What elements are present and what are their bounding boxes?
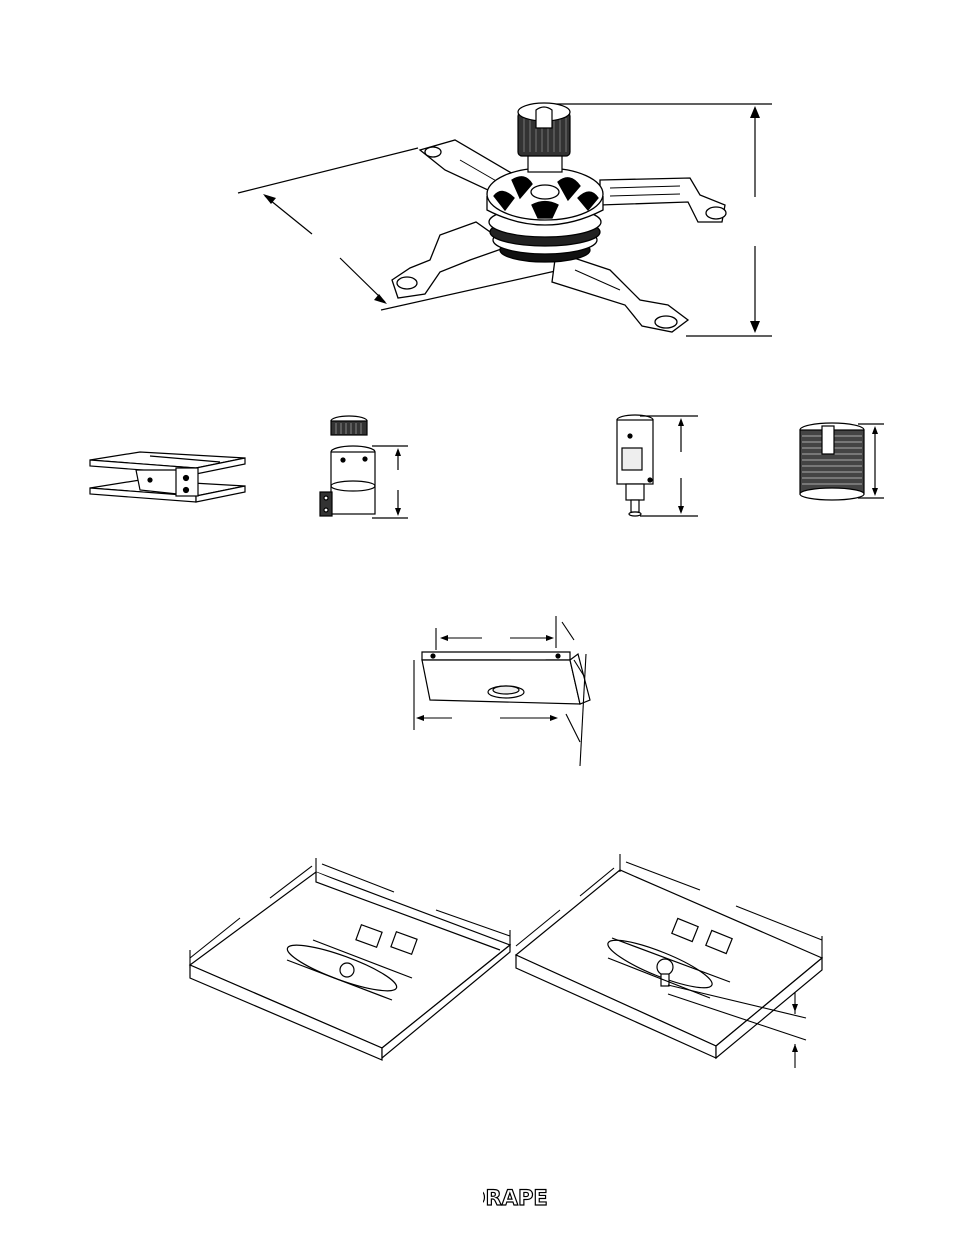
draper-logo: DRAPER [483,1178,549,1214]
suspended-ceiling-kit-pair-drawing [0,0,954,1100]
ceiling-kit-left [190,872,510,1060]
brand-wordmark: DRAPER [483,1186,549,1210]
draper-wordmark-icon: DRAPER [483,1178,549,1214]
